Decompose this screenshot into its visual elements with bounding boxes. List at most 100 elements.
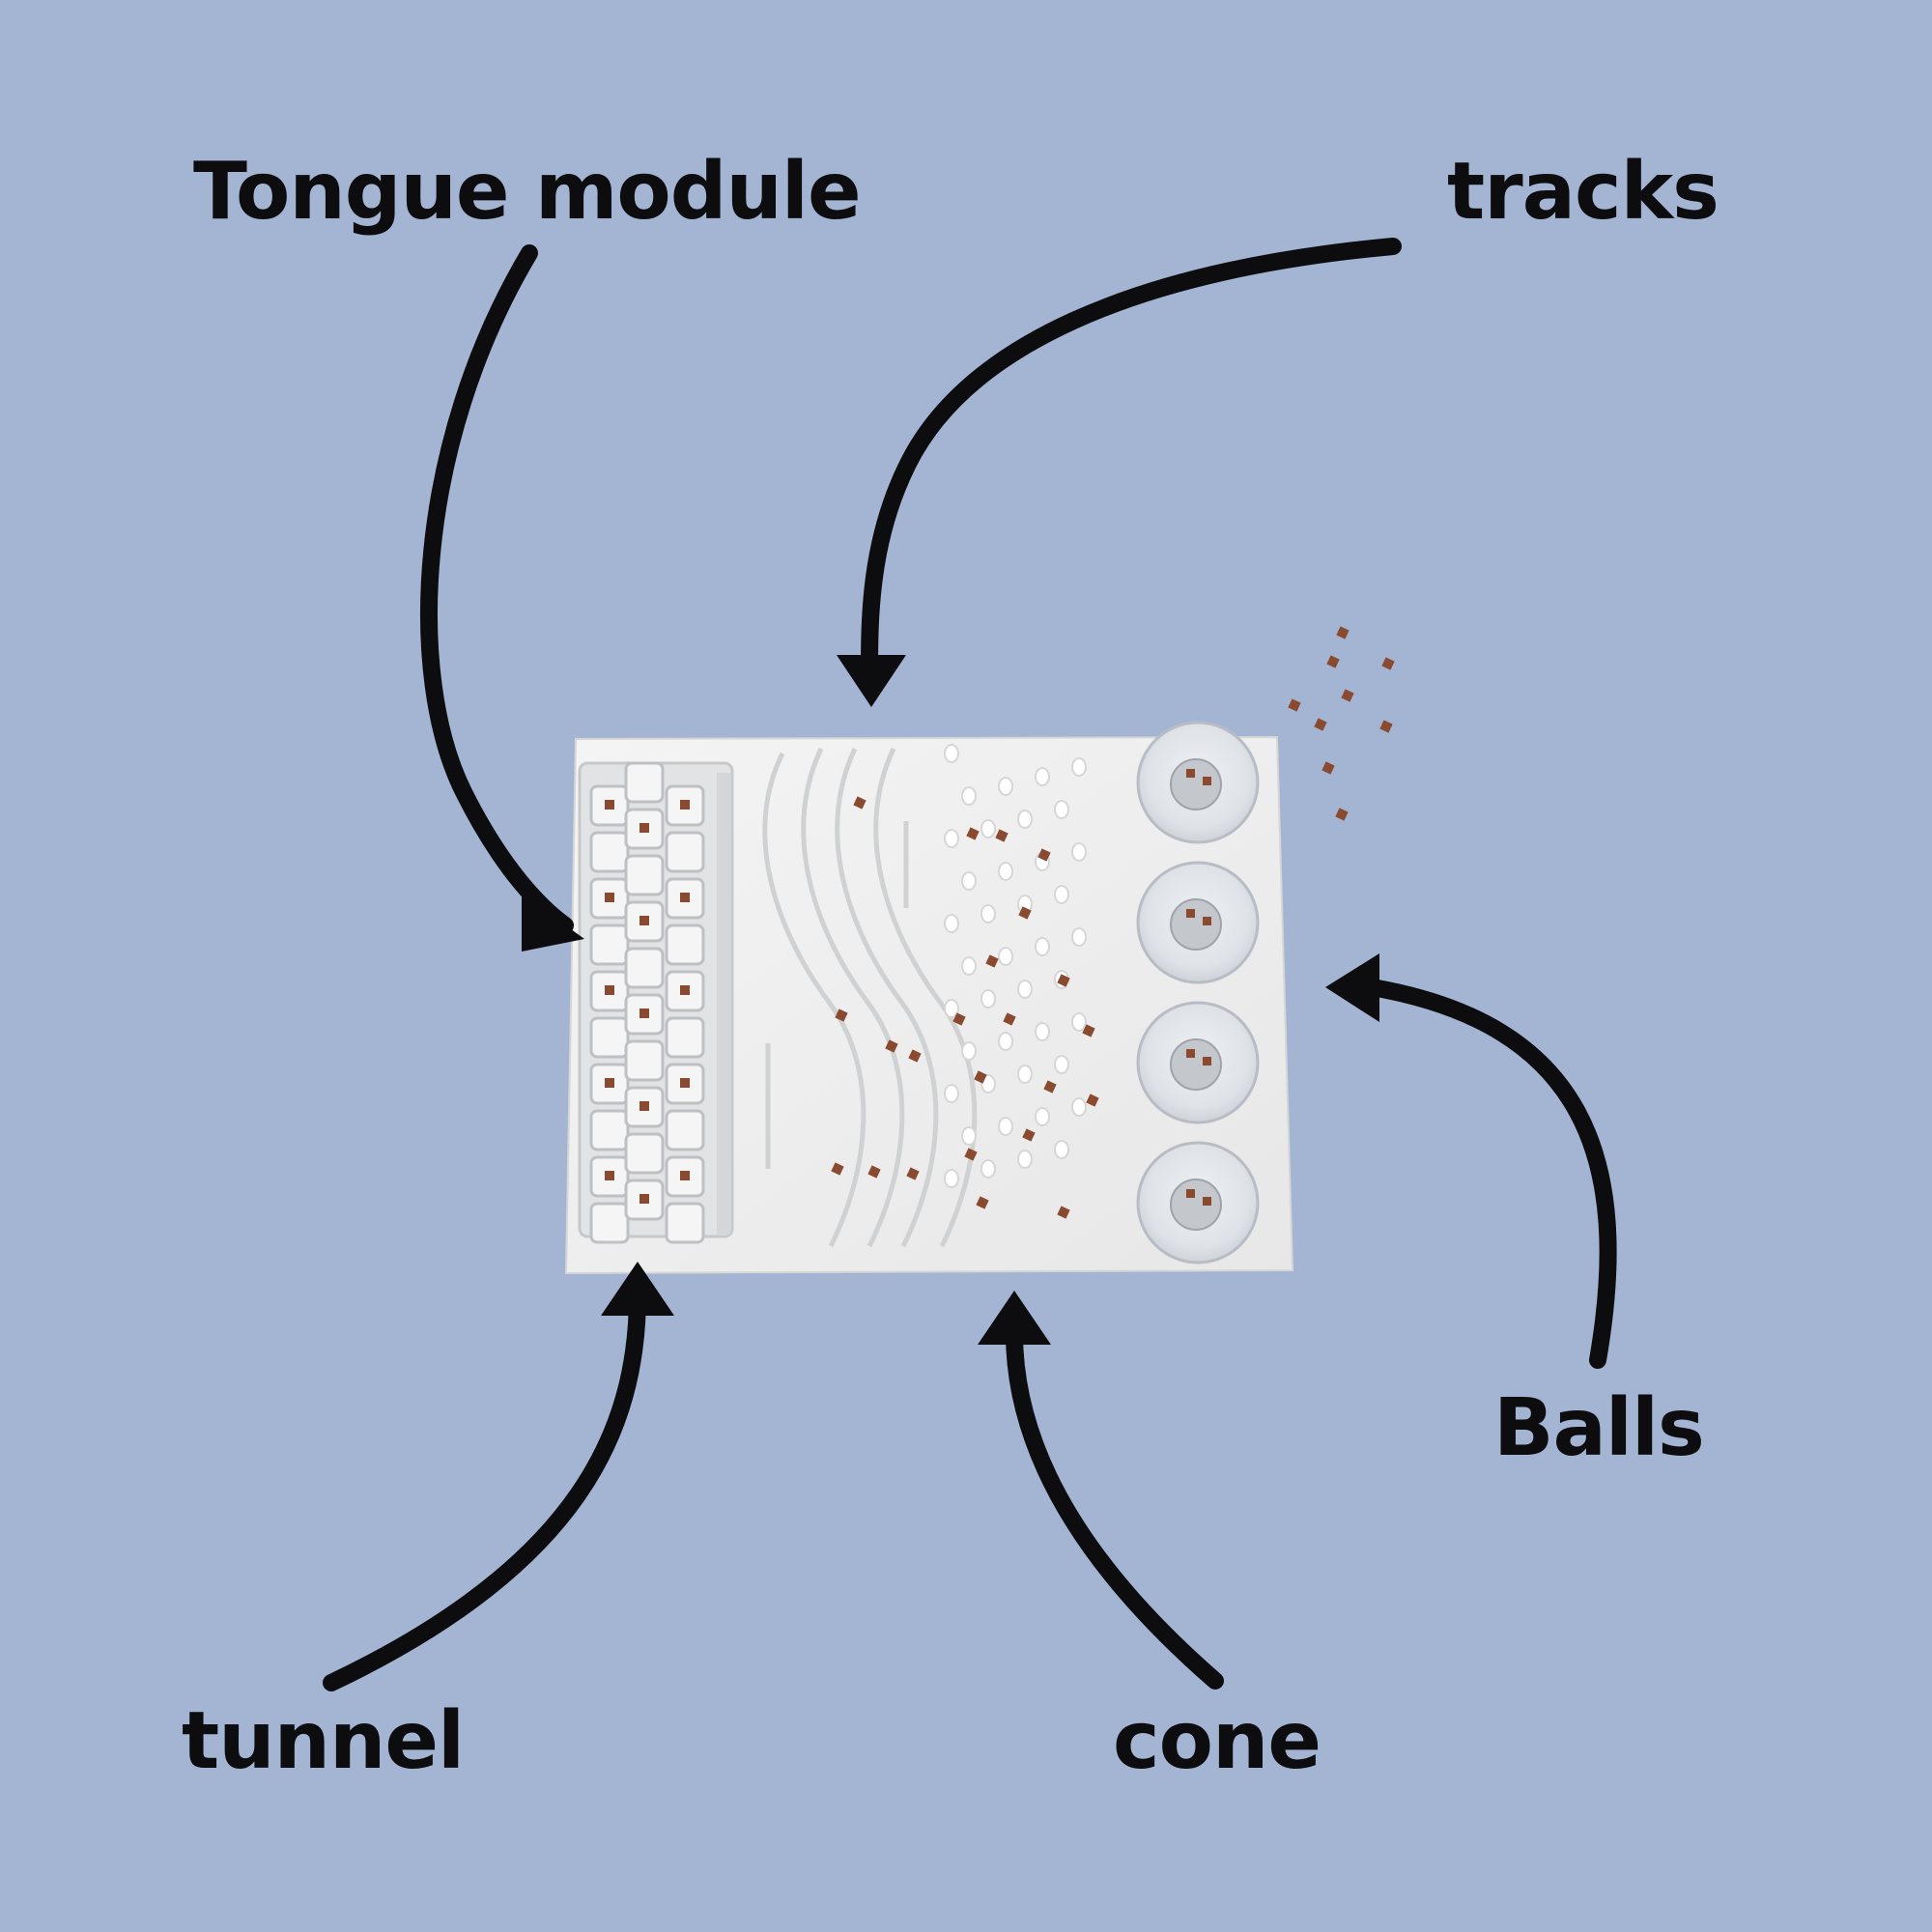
tongue-cell [665, 1016, 705, 1059]
cone-peg [961, 1126, 977, 1146]
treat-piece [1288, 698, 1301, 712]
treat-piece [680, 985, 690, 995]
cone-peg [1035, 1022, 1050, 1041]
treat-piece [1203, 1057, 1211, 1065]
cone-peg [1054, 885, 1069, 904]
cone-peg [1017, 980, 1033, 999]
tongue-cell [589, 1202, 630, 1244]
cone-peg [1035, 767, 1050, 786]
board-base [564, 735, 1294, 1275]
ball-cup-grate [1170, 1179, 1222, 1231]
treat-piece [1314, 718, 1327, 731]
treat-piece [976, 1196, 989, 1209]
treat-piece [680, 893, 690, 902]
tracks [762, 747, 978, 1248]
label-balls: Balls [1493, 1382, 1705, 1474]
tongue-module-cells [589, 761, 705, 1244]
cone-peg [944, 999, 959, 1018]
treat-piece [835, 1009, 848, 1022]
cone-peg [944, 914, 959, 933]
treat-piece [1186, 1189, 1195, 1198]
treat-piece [1186, 769, 1195, 778]
cone-peg [1035, 1107, 1050, 1126]
ball-cup-grate [1170, 898, 1222, 951]
cone-peg [1071, 1012, 1087, 1032]
treat-piece [1341, 689, 1354, 702]
cone-peg [980, 1074, 996, 1094]
treat-piece [964, 1148, 978, 1161]
treat-piece [906, 1167, 920, 1180]
arrow-balls [1363, 979, 1617, 1369]
arrow-tracks [861, 238, 1402, 685]
treat-piece [639, 1009, 649, 1018]
cone-peg [944, 829, 959, 848]
tongue-cell [665, 1109, 705, 1151]
treat-piece [831, 1162, 844, 1176]
treat-piece [605, 800, 614, 810]
arrowhead-cone [978, 1291, 1051, 1345]
cone-peg [961, 956, 977, 976]
cone-peg [998, 1117, 1013, 1136]
treat-piece [1057, 1206, 1070, 1219]
cone-peg [1017, 1150, 1033, 1169]
treat-piece [605, 893, 614, 902]
tongue-cell [624, 761, 665, 804]
cone-peg [1054, 800, 1069, 819]
cone-peg [998, 862, 1013, 881]
treat-piece [952, 1012, 966, 1026]
arrowhead-tunnel [601, 1262, 674, 1316]
arrow-tongue-module [420, 244, 574, 934]
treat-piece [1003, 1012, 1016, 1026]
treat-piece [1335, 808, 1349, 821]
treat-piece [885, 1039, 898, 1053]
tongue-cell [589, 1016, 630, 1059]
ball-cup-grate [1170, 1038, 1222, 1091]
treat-piece [1086, 1094, 1099, 1107]
cone-peg [980, 904, 996, 923]
treat-piece [605, 1078, 614, 1088]
label-cone: cone [1113, 1695, 1321, 1787]
cone-peg [998, 1032, 1013, 1051]
cone-peg [1035, 937, 1050, 956]
label-tracks: tracks [1447, 146, 1719, 238]
treat-piece [639, 916, 649, 925]
tongue-cell [624, 1132, 665, 1175]
treat-piece [1037, 848, 1051, 862]
cone-peg [961, 871, 977, 891]
treat-piece [1043, 1080, 1057, 1094]
label-tongue-module: Tongue module [193, 146, 862, 238]
treat-piece [1326, 655, 1340, 668]
treat-piece [985, 954, 999, 968]
treat-piece [1203, 1197, 1211, 1206]
treat-piece [974, 1070, 987, 1084]
tunnel-back-wall [717, 773, 730, 1235]
arrow-tunnel [323, 1286, 646, 1691]
treat-piece [1203, 917, 1211, 925]
ball-cups [1136, 721, 1260, 1264]
treat-piece [1186, 909, 1195, 918]
tongue-cell [589, 923, 630, 966]
treat-piece [1057, 974, 1070, 987]
treat-piece [966, 827, 980, 840]
cone-peg [1017, 810, 1033, 829]
treat-piece [1321, 761, 1335, 775]
cone-peg [1017, 1065, 1033, 1084]
treat-piece [1082, 1024, 1095, 1037]
treat-piece [605, 985, 614, 995]
treat-piece [680, 1078, 690, 1088]
cone-peg [944, 744, 959, 763]
treat-piece [639, 1101, 649, 1111]
treat-piece [1022, 1128, 1036, 1142]
treat-piece [605, 1171, 614, 1180]
label-tunnel: tunnel [182, 1695, 465, 1787]
treat-piece [853, 796, 867, 810]
tongue-cell [624, 854, 665, 896]
cone-peg [1071, 1097, 1087, 1117]
treat-piece [1381, 657, 1395, 670]
tongue-cell [624, 947, 665, 989]
cone-peg [1054, 1055, 1069, 1074]
cone-peg [1054, 1140, 1069, 1159]
treat-piece [680, 1171, 690, 1180]
treat-piece [639, 823, 649, 833]
